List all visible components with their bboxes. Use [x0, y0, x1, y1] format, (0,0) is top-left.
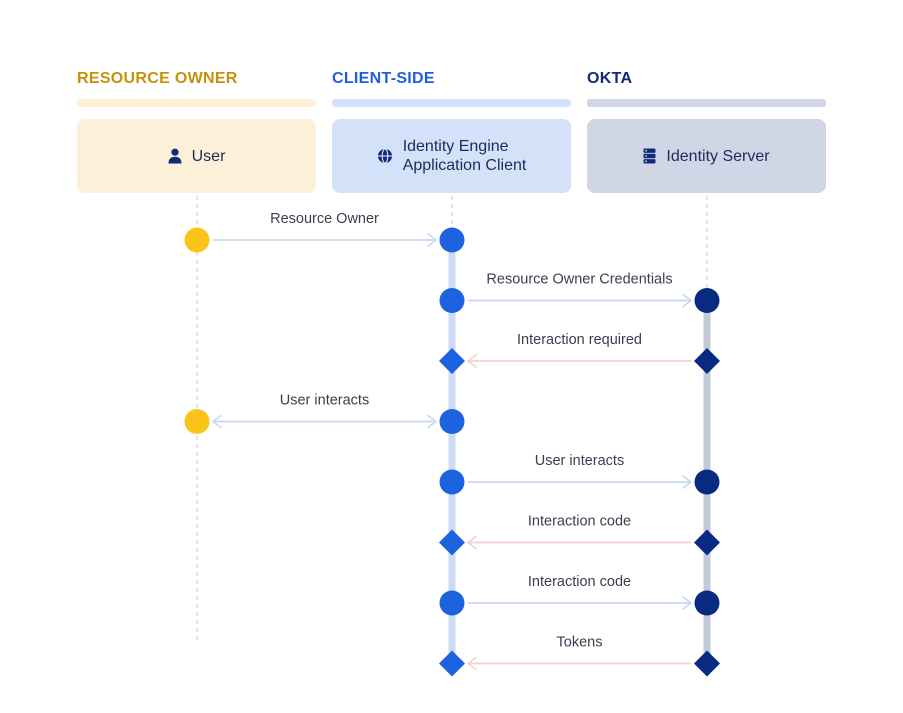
- arrow-head: [427, 233, 437, 247]
- server-icon: [643, 148, 656, 164]
- node-okta: [694, 529, 720, 556]
- node-okta: [694, 650, 720, 677]
- arrow-head: [682, 293, 692, 308]
- node-client: [439, 227, 465, 253]
- arrow-head: [427, 414, 437, 429]
- node-client: [439, 348, 465, 374]
- actor-box-application-client: Identity Engine Application Client: [332, 119, 571, 193]
- message-label: Resource Owner: [270, 211, 379, 227]
- lane-title-okta: OKTA: [587, 70, 633, 87]
- node-okta: [694, 590, 720, 616]
- node-okta: [694, 348, 720, 374]
- lane-title-resource-owner: RESOURCE OWNER: [77, 70, 238, 87]
- node-client: [439, 529, 465, 556]
- node-owner: [184, 409, 210, 434]
- user-icon: [168, 148, 182, 164]
- lane-bar-okta: [587, 99, 826, 107]
- node-client: [439, 469, 465, 495]
- actor-box-identity-server: Identity Server: [587, 119, 826, 193]
- node-okta: [694, 288, 720, 313]
- message-label: Resource Owner Credentials: [486, 272, 672, 288]
- actor-label-identity-server: Identity Server: [666, 147, 770, 165]
- arrow-head: [467, 535, 477, 550]
- actor-box-user: User: [77, 119, 316, 193]
- message-label: User interacts: [535, 453, 624, 469]
- message-label: User interacts: [280, 393, 369, 409]
- node-client: [439, 650, 465, 677]
- actor-label-application-client: Identity Engine Application Client: [402, 138, 527, 174]
- lane-title-client-side: CLIENT-SIDE: [332, 70, 435, 87]
- arrow-head: [682, 475, 692, 489]
- globe-icon: [377, 148, 393, 164]
- message-label: Interaction required: [517, 332, 642, 348]
- lane-bar-client-side: [332, 99, 571, 107]
- message-label: Tokens: [557, 635, 603, 651]
- node-client: [439, 590, 465, 616]
- arrow-head: [467, 656, 477, 671]
- message-label: Interaction code: [528, 574, 631, 590]
- arrow-head: [212, 414, 222, 429]
- node-okta: [694, 469, 720, 495]
- node-client: [439, 409, 465, 434]
- arrow-head: [682, 596, 692, 610]
- message-label: Interaction code: [528, 514, 631, 530]
- node-owner: [184, 227, 210, 253]
- node-client: [439, 288, 465, 313]
- actor-label-user: User: [191, 147, 226, 165]
- arrow-head: [467, 354, 477, 368]
- lane-bar-resource-owner: [77, 99, 316, 107]
